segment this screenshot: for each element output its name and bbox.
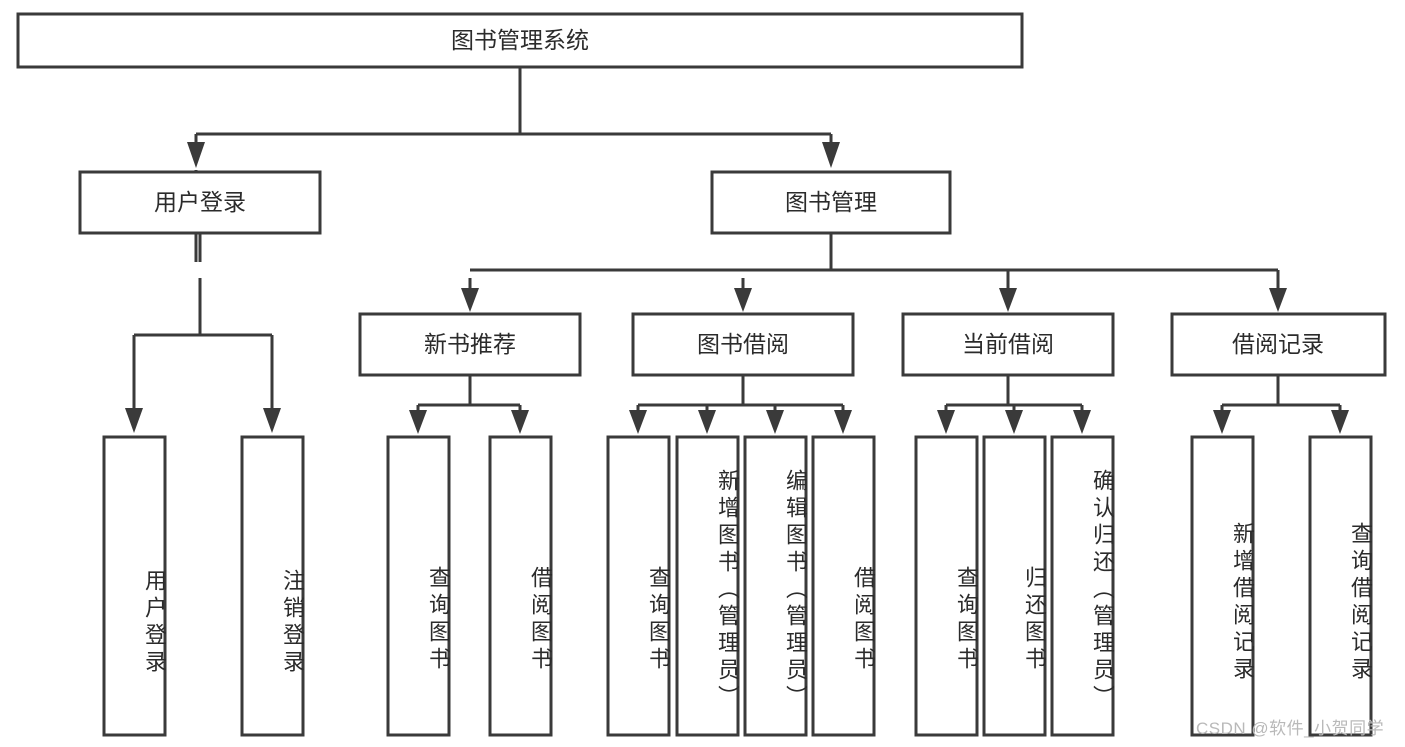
node-book-borrow-box[interactable] <box>631 312 855 377</box>
node-root-box[interactable] <box>16 12 1024 69</box>
arrow-newbook-c1 <box>409 410 427 434</box>
node-user-login[interactable]: 用户登录 <box>78 170 322 235</box>
arrow-record-c1 <box>1213 410 1231 434</box>
leaf-box-borrow-book-2[interactable] <box>811 435 876 737</box>
leaf-box-add-record[interactable] <box>1190 435 1255 737</box>
leaf-boxes <box>102 435 1373 737</box>
node-book-management[interactable]: 图书管理 <box>710 170 952 235</box>
arrow-borrow-c1 <box>629 410 647 434</box>
arrow-bookmgmt-c1 <box>461 288 479 312</box>
leaf-box-query-record[interactable] <box>1308 435 1373 737</box>
node-book-borrow-label: 图书借阅 <box>697 331 789 357</box>
leaf-box-confirm-return[interactable] <box>1050 435 1115 737</box>
connector-group-current <box>937 375 1091 434</box>
arrow-current-c3 <box>1073 410 1091 434</box>
arrow-record-c2 <box>1331 410 1349 434</box>
arrow-borrow-c3 <box>766 410 784 434</box>
arrow-userlogin-child2 <box>263 408 281 433</box>
node-borrow-record[interactable]: 借阅记录 <box>1170 312 1387 377</box>
leaf-box-query-book-2[interactable] <box>606 435 671 737</box>
leaf-box-return-book[interactable] <box>982 435 1047 737</box>
connector-group-userlogin <box>125 233 281 433</box>
leaf-box-user-login[interactable] <box>102 435 167 737</box>
leaf-box-query-book-3[interactable] <box>914 435 979 737</box>
leaf-box-query-book-1[interactable] <box>386 435 451 737</box>
arrow-newbook-c2 <box>511 410 529 434</box>
node-new-book-recommend[interactable]: 新书推荐 <box>358 312 582 377</box>
node-book-borrow[interactable]: 图书借阅 <box>631 312 855 377</box>
leaf-box-add-book[interactable] <box>675 435 740 737</box>
arrow-borrow-c2 <box>698 410 716 434</box>
node-root[interactable]: 图书管理系统 <box>16 12 1024 69</box>
arrow-userlogin-child1 <box>125 408 143 433</box>
csdn-watermark: CSDN @软件_小贺同学 <box>1196 719 1385 738</box>
arrow-root-to-bookmgmt <box>822 142 840 168</box>
node-borrow-record-label: 借阅记录 <box>1232 331 1324 357</box>
leaf-box-edit-book[interactable] <box>743 435 808 737</box>
node-new-book-recommend-box[interactable] <box>358 312 582 377</box>
arrow-current-c1 <box>937 410 955 434</box>
node-current-borrow-box[interactable] <box>901 312 1115 377</box>
connector-group-record <box>1213 375 1349 434</box>
connector-group-newbook <box>409 375 529 434</box>
node-user-login-label: 用户登录 <box>154 189 246 215</box>
arrow-current-c2 <box>1005 410 1023 434</box>
arrow-borrow-c4 <box>834 410 852 434</box>
node-user-login-box[interactable] <box>78 170 322 235</box>
leaf-box-borrow-book-1[interactable] <box>488 435 553 737</box>
node-new-book-recommend-label: 新书推荐 <box>424 331 516 357</box>
mask-root-stem-old <box>514 70 526 275</box>
node-borrow-record-box[interactable] <box>1170 312 1387 377</box>
arrow-root-to-userlogin <box>187 142 205 168</box>
connector-group-root-bus <box>187 60 1278 278</box>
connector-group-borrow <box>629 375 852 434</box>
arrow-bookmgmt-c3 <box>999 288 1017 312</box>
arrow-bookmgmt-c4 <box>1269 288 1287 312</box>
connector-group-root <box>194 67 832 272</box>
node-current-borrow-label: 当前借阅 <box>962 331 1054 357</box>
node-current-borrow[interactable]: 当前借阅 <box>901 312 1115 377</box>
arrow-bookmgmt-c2 <box>734 288 752 312</box>
leaf-box-logout[interactable] <box>240 435 305 737</box>
node-book-management-label: 图书管理 <box>785 189 877 215</box>
node-root-label: 图书管理系统 <box>451 27 589 53</box>
node-book-management-box[interactable] <box>710 170 952 235</box>
